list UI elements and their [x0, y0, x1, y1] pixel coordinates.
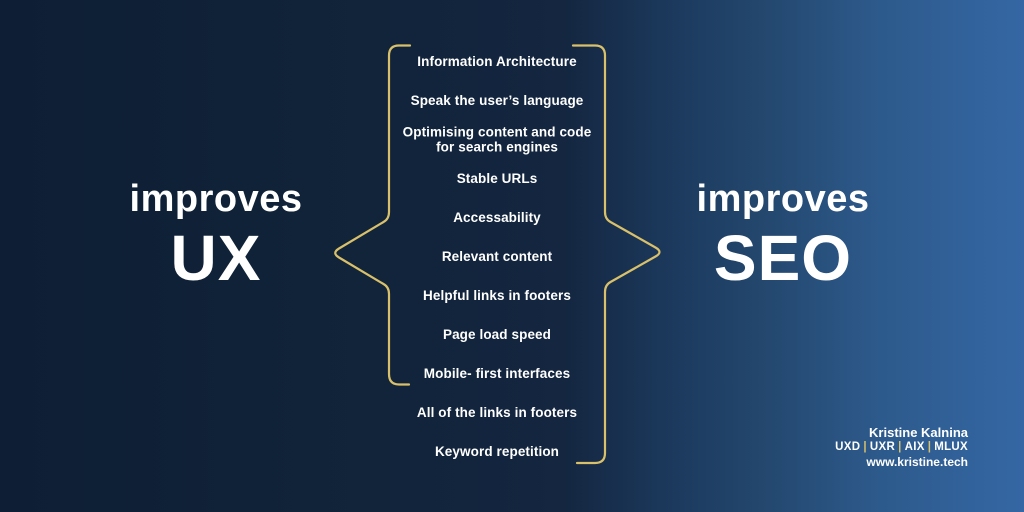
left-brace [334, 44, 412, 386]
list-item: Speak the user’s language [410, 92, 584, 108]
credit-role: UXD [835, 441, 861, 453]
credit-role: UXR [869, 441, 896, 453]
ux-heading-ux: UX [170, 222, 262, 294]
credit-roles: UXD|UXR|AIX|MLUX [835, 440, 968, 455]
seo-heading-seo: SEO [713, 222, 853, 294]
list-item: Relevant content [441, 248, 553, 264]
list-item: All of the links in footers [416, 404, 578, 420]
pipe-separator: | [863, 441, 867, 453]
list-item: Stable URLs [456, 170, 538, 186]
credit-role: AIX [904, 441, 925, 453]
list-item: Accessability [453, 209, 541, 225]
list-item: Helpful links in footers [423, 287, 571, 303]
list-item: Optimising content and code for search e… [402, 124, 592, 154]
pipe-separator: | [927, 441, 932, 453]
seo-heading-improves: improves [696, 178, 870, 220]
ux-heading: improves UX [76, 180, 356, 290]
list-item: Information Architecture [417, 53, 577, 69]
list-item: Mobile- first interfaces [423, 365, 571, 381]
list-item: Page load speed [442, 326, 552, 342]
credit-name: Kristine Kalnina [869, 425, 968, 440]
ux-heading-improves: improves [129, 178, 303, 220]
right-brace [571, 44, 661, 465]
credit-role: MLUX [934, 441, 968, 453]
pipe-separator: | [898, 441, 902, 453]
credit-website: www.kristine.tech [866, 455, 968, 469]
list-item: Keyword repetition [434, 443, 560, 459]
seo-heading: improves SEO [643, 180, 923, 290]
credit-block: Kristine Kalnina UXD|UXR|AIX|MLUX www.kr… [835, 425, 968, 470]
